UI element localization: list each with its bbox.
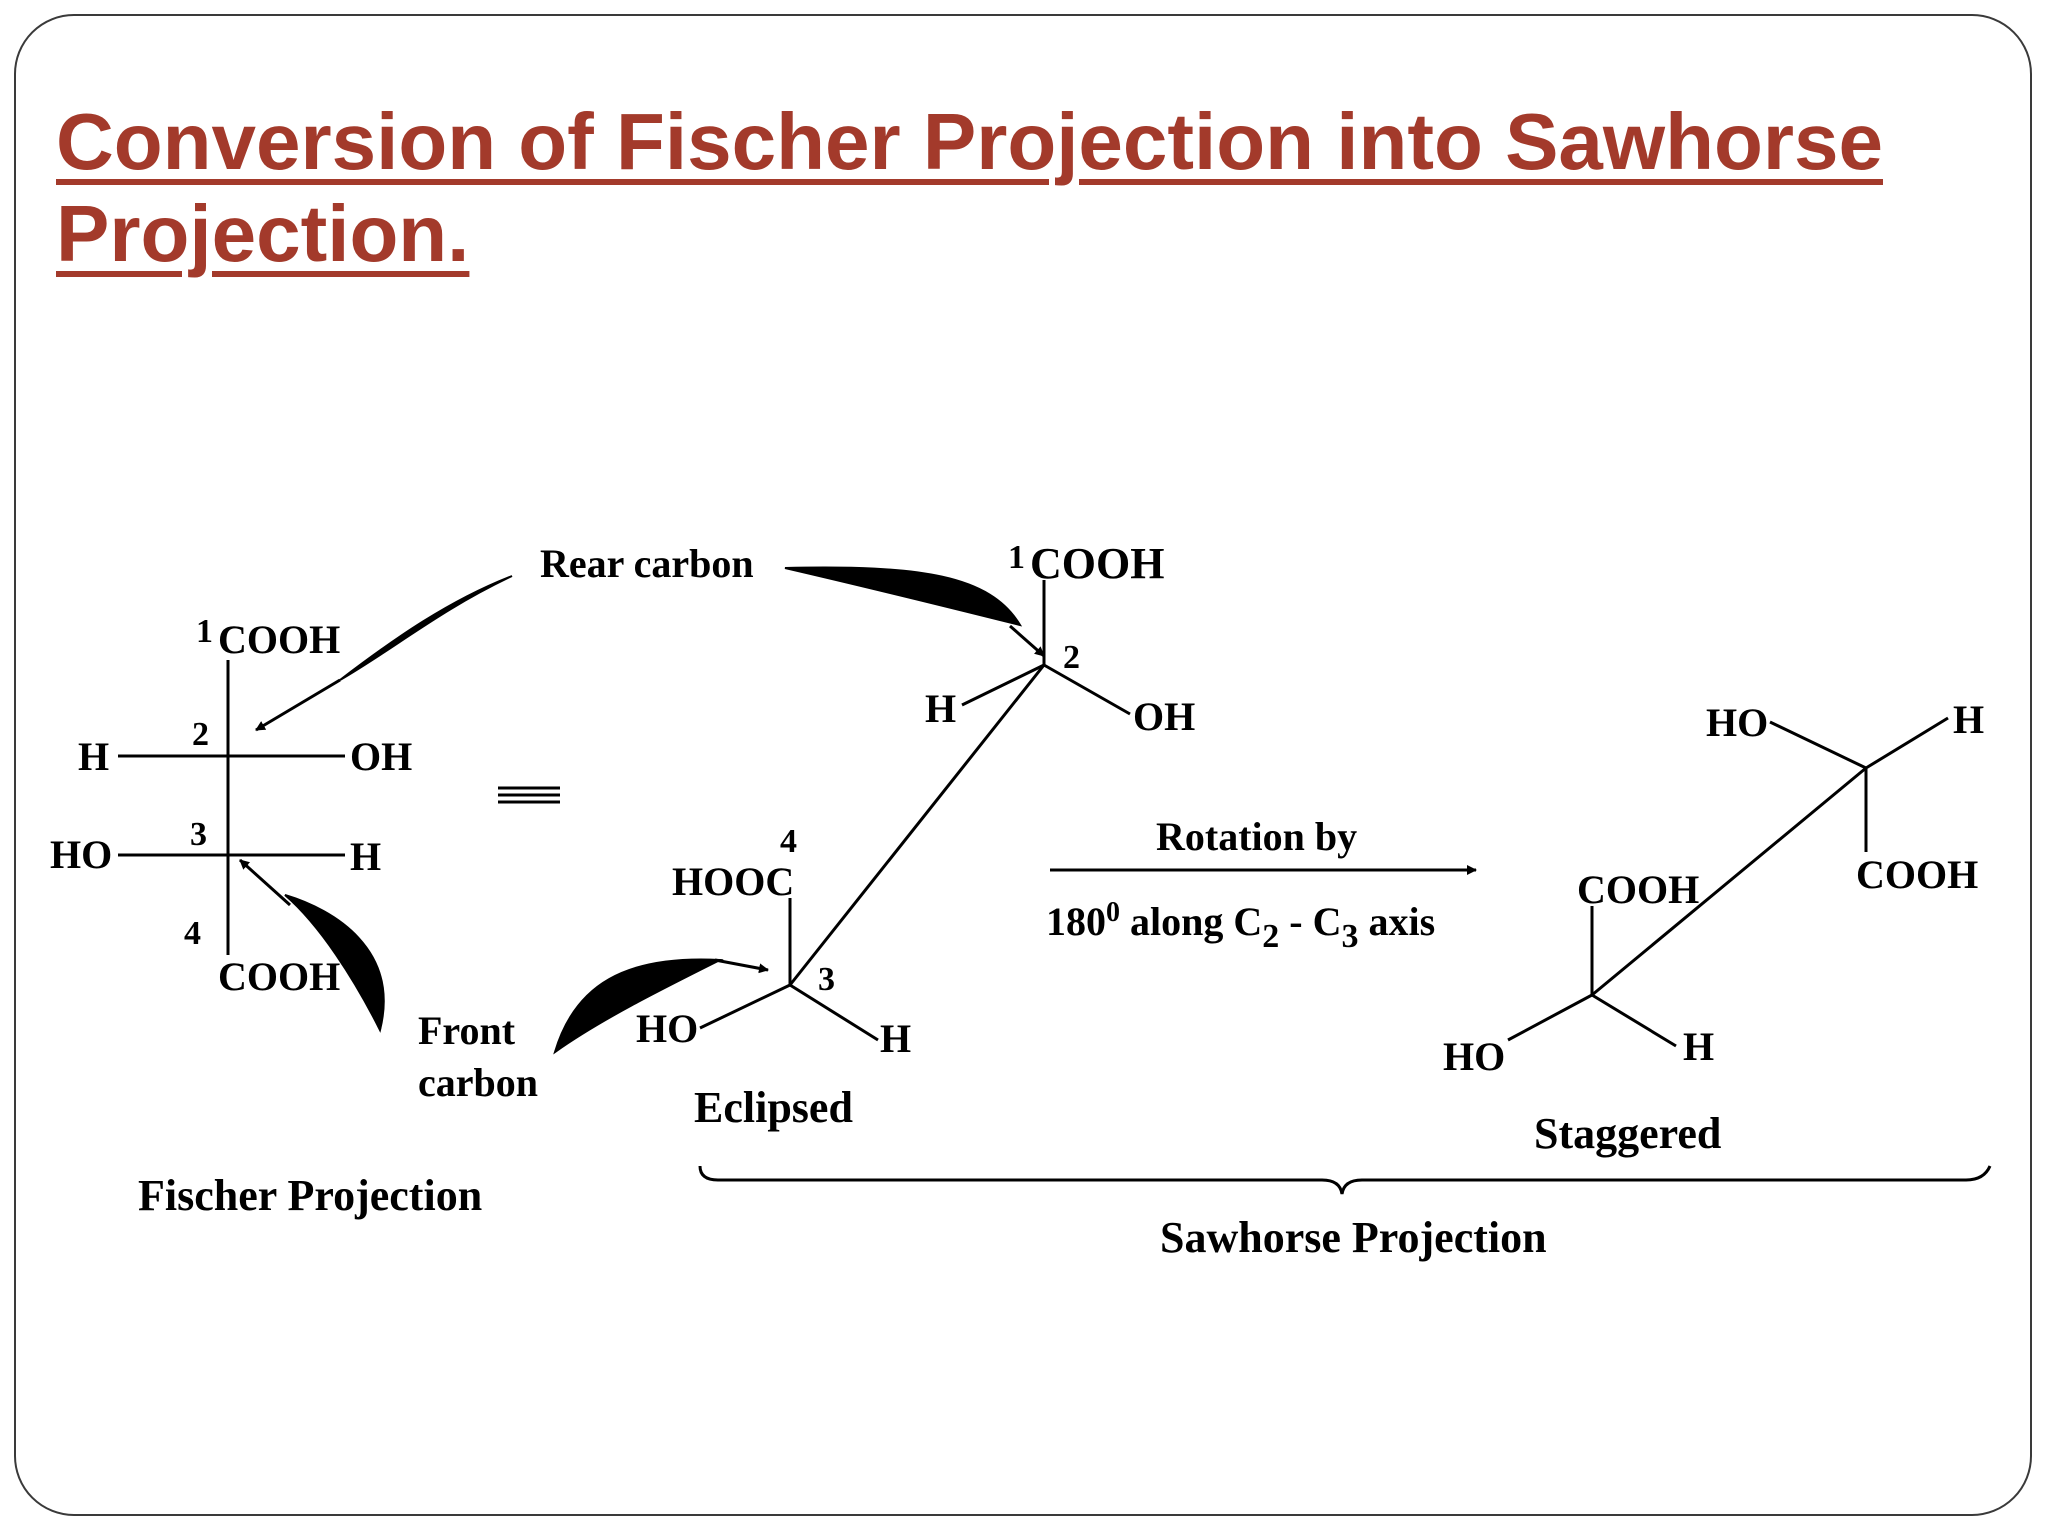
rotation-label-line2: 1800 along C2 - C3 axis [1046,897,1435,955]
staggered-rear-bottom: COOH [1856,852,1978,897]
rear-carbon-arrow-to-eclipsed [784,566,1023,627]
fischer-num-2: 2 [192,716,209,753]
rear-carbon-arrow-tip-eclipsed [1009,624,1045,658]
fischer-caption: Fischer Projection [138,1171,482,1220]
fischer-projection: 1 COOH 2 H OH 3 HO H 4 COOH Fischer Proj… [50,613,482,1220]
staggered-rear-right: H [1953,697,1984,742]
eclipsed-c3-ho-bond [699,983,791,1030]
staggered-rear-left: HO [1706,700,1768,745]
fischer-num-4: 4 [184,915,201,952]
sawhorse-caption: Sawhorse Projection [1160,1213,1547,1262]
staggered-front-left: HO [1443,1034,1505,1079]
fischer-c2-left: H [78,734,109,779]
eclipsed-c2-c3-bond [788,664,1046,986]
slide-title: Conversion of Fischer Projection into Sa… [56,97,1883,278]
front-carbon-arrow-to-fischer [284,894,385,1033]
front-carbon-arrow-tip-eclipsed [714,958,769,974]
staggered-front-right: H [1683,1024,1714,1069]
fischer-c1-label: COOH [218,617,340,662]
slide-frame [14,14,2032,1516]
eclipsed-c1-label: COOH [1030,539,1164,588]
staggered-rear-h-bond [1865,716,1949,770]
staggered-rear-ho-bond [1769,720,1867,770]
staggered-c2-c3-bond [1591,766,1867,997]
equivalence-sign [498,786,560,804]
eclipsed-num-1: 1 [1008,539,1025,576]
eclipsed-num-4: 4 [780,823,797,860]
rear-carbon-pointers [255,566,1045,732]
eclipsed-caption: Eclipsed [694,1083,853,1132]
eclipsed-c2-h-bond [961,663,1045,707]
eclipsed-c2-oh-bond [1043,663,1131,716]
rear-carbon-arrow-to-fischer [339,575,513,681]
front-carbon-label-line1: Front [418,1008,516,1053]
eclipsed-num-2: 2 [1063,639,1080,676]
front-carbon-arrow-tip-fischer [238,858,292,907]
eclipsed-c4-label: HOOC [672,859,794,904]
staggered-sawhorse: HO H COOH COOH HO H Staggered [1443,697,1984,1158]
front-carbon-pointers [238,858,769,1055]
fischer-c3-right: H [350,834,381,879]
staggered-front-top: COOH [1577,867,1699,912]
fischer-c2-right: OH [350,734,412,779]
fischer-c4-label: COOH [218,954,340,999]
eclipsed-c3-left: HO [636,1006,698,1051]
eclipsed-c3-right: H [880,1016,911,1061]
eclipsed-num-3: 3 [818,961,835,998]
staggered-caption: Staggered [1534,1109,1721,1158]
rotation-arrow: Rotation by 1800 along C2 - C3 axis [1046,814,1477,955]
rotation-label-line1: Rotation by [1156,814,1357,859]
fischer-c3-left: HO [50,832,112,877]
sawhorse-brace-path [698,1165,1992,1195]
sawhorse-brace: Sawhorse Projection [698,1165,1992,1262]
front-carbon-label-line2: carbon [418,1060,538,1105]
rear-carbon-arrow-tip-fischer [255,678,341,732]
eclipsed-c3-h-bond [789,983,879,1042]
eclipsed-c2-left: H [925,686,956,731]
fischer-num-1: 1 [196,613,213,650]
staggered-front-h-bond [1591,993,1677,1048]
staggered-front-ho-bond [1507,993,1593,1042]
fischer-num-3: 3 [190,816,207,853]
eclipsed-sawhorse: 1 COOH 2 H OH 4 HOOC 3 HO H Eclipsed [636,539,1195,1132]
eclipsed-c2-right: OH [1133,694,1195,739]
rear-carbon-label: Rear carbon [540,541,754,586]
